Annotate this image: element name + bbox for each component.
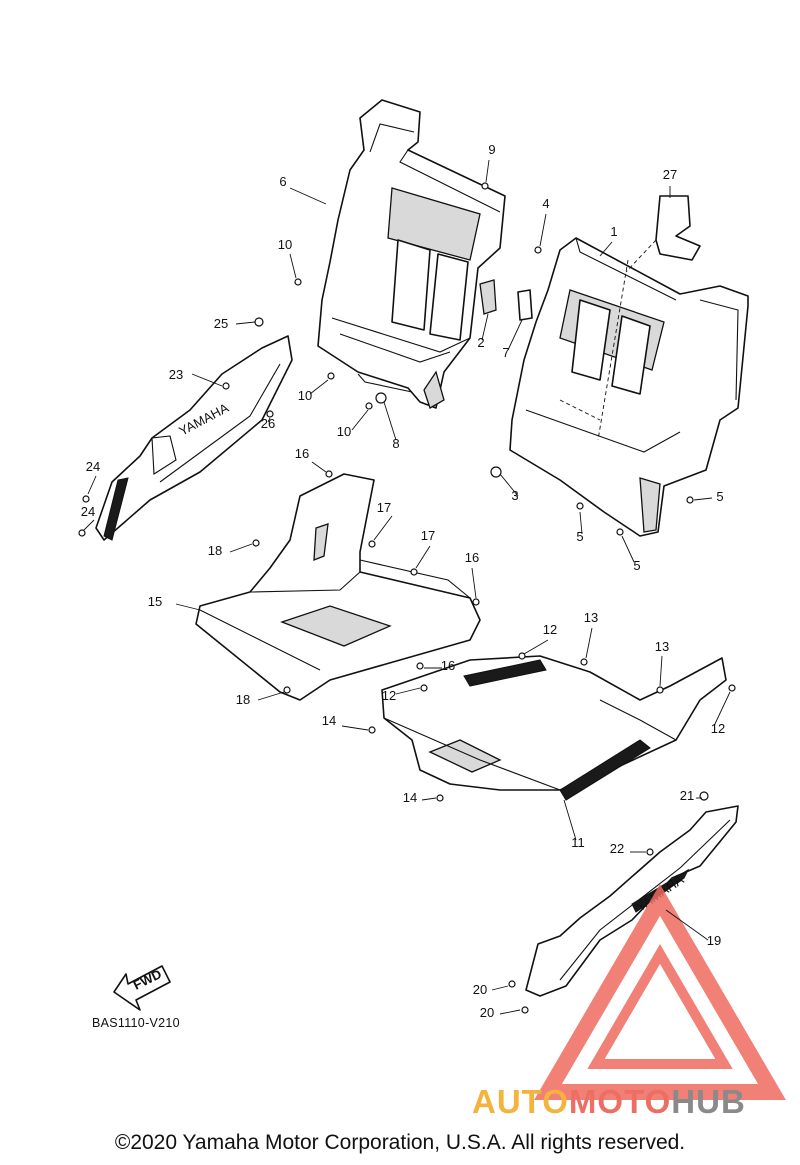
fwd-arrow-icon: FWD [113, 965, 171, 1011]
callout-5: 5 [576, 529, 583, 544]
callout-1: 1 [610, 224, 617, 239]
callout-11: 11 [571, 835, 585, 850]
part-23-left-side-panel: YAMAHA [95, 335, 293, 541]
callout-10: 10 [337, 424, 351, 439]
callout-3: 3 [511, 488, 518, 503]
callout-13: 13 [584, 610, 598, 625]
callout-16: 16 [465, 550, 479, 565]
watermark-hub: HUB [671, 1083, 746, 1120]
callout-19: 19 [707, 933, 721, 948]
callout-12: 12 [543, 622, 557, 637]
part-27-pad [655, 195, 701, 261]
callout-12: 12 [382, 688, 396, 703]
callout-18: 18 [208, 543, 222, 558]
callout-10: 10 [278, 237, 292, 252]
part-15-front-floor-panel [195, 473, 481, 701]
callout-24: 24 [81, 504, 95, 519]
callout-5: 5 [716, 489, 723, 504]
part-11-rear-floor-panel [381, 655, 727, 801]
part-2-pad [479, 279, 497, 315]
callout-21: 21 [680, 788, 694, 803]
watermark-auto: AUTO [472, 1083, 569, 1120]
callout-17: 17 [421, 528, 435, 543]
part-7-pad [517, 289, 533, 321]
automotohub-logo-icon [534, 884, 786, 1100]
copyright-notice: ©2020 Yamaha Motor Corporation, U.S.A. A… [114, 1131, 686, 1154]
leader-lines [83, 159, 731, 1015]
callout-16: 16 [441, 658, 455, 673]
diagram-code: BAS1110-V210 [92, 1016, 180, 1030]
callout-2: 2 [477, 335, 484, 350]
callout-9: 9 [488, 142, 495, 157]
callout-20: 20 [473, 982, 487, 997]
callout-23: 23 [169, 367, 183, 382]
callout-4: 4 [542, 196, 549, 211]
watermark-moto: MOTO [568, 1083, 672, 1120]
callout-13: 13 [655, 639, 669, 654]
callout-7: 7 [502, 345, 509, 360]
callout-6: 6 [279, 174, 286, 189]
callout-14: 14 [322, 713, 336, 728]
callout-16: 16 [295, 446, 309, 461]
callout-15: 15 [148, 594, 162, 609]
fasteners [78, 182, 736, 1014]
callout-24: 24 [86, 459, 100, 474]
callout-5: 5 [633, 558, 640, 573]
callout-12: 12 [711, 721, 725, 736]
callout-numbers: 1234555678910101011121212131314141516161… [81, 142, 725, 1020]
callout-17: 17 [377, 500, 391, 515]
callout-27: 27 [663, 167, 677, 182]
part-1-right-seat-shell [509, 237, 749, 537]
callout-26: 26 [261, 416, 275, 431]
callout-20: 20 [480, 1005, 494, 1020]
callout-8: 8 [392, 436, 399, 451]
automotohub-watermark: AUTOMOTOHUB [472, 1083, 746, 1121]
callout-14: 14 [403, 790, 417, 805]
part-6-left-seat-shell [317, 99, 506, 409]
callout-10: 10 [298, 388, 312, 403]
callout-25: 25 [214, 316, 228, 331]
callout-18: 18 [236, 692, 250, 707]
callout-22: 22 [610, 841, 624, 856]
